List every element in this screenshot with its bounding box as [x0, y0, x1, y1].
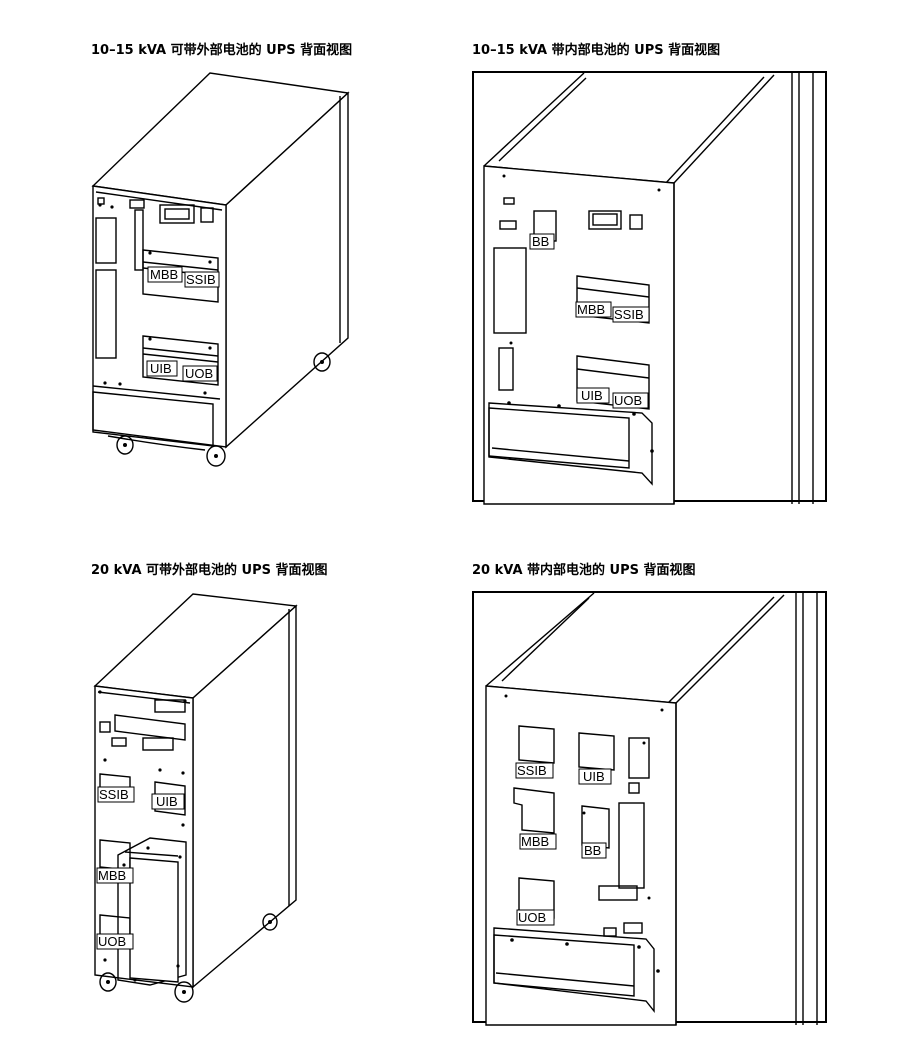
ssib-label: SSIB [517, 763, 547, 778]
uob-label-box [516, 909, 555, 926]
uib-label-box [578, 768, 612, 785]
bb-label-box [581, 842, 607, 859]
uib-label: UIB [583, 769, 605, 784]
ssib-label: SSIB [186, 272, 216, 287]
bb-label: BB [584, 843, 601, 858]
uib-label-box [146, 360, 178, 377]
title-bottom-right: 20 kVA 带内部电池的 UPS 背面视图 [472, 563, 696, 578]
ups-closeup-drawing: SSIB UIB MBB BB UOB [485, 592, 818, 1026]
uib-label: UIB [581, 388, 603, 403]
ups-cabinet-drawing: MBB SSIB UIB UOB [91, 72, 350, 467]
mbb-label: MBB [150, 267, 178, 282]
uob-label: UOB [518, 910, 546, 925]
title-top-left: 10–15 kVA 可带外部电池的 UPS 背面视图 [91, 43, 353, 58]
ups-diagram-10-15kva-internal: BB MBB SSIB UIB UOB [472, 71, 827, 505]
ssib-label-box [612, 306, 650, 323]
uob-label-box [612, 392, 649, 409]
ssib-label-box [97, 786, 135, 803]
bb-label: BB [532, 234, 549, 249]
title-bottom-left: 20 kVA 可带外部电池的 UPS 背面视图 [91, 563, 328, 578]
mbb-label-box [96, 867, 134, 884]
ups-diagram-10-15kva-external: MBB SSIB UIB UOB [0, 0, 460, 520]
bb-label-box [529, 233, 555, 250]
uib-label: UIB [156, 794, 178, 809]
uob-label-box [96, 933, 134, 950]
ssib-label-box [515, 762, 554, 779]
mbb-label-box [519, 833, 557, 850]
ups-diagram-20kva-internal: SSIB UIB MBB BB UOB [472, 591, 827, 1026]
mbb-label-box [147, 266, 183, 283]
uob-label-box [182, 365, 218, 382]
mbb-label: MBB [521, 834, 549, 849]
ups-diagram-20kva-external: SSIB UIB MBB UOB [93, 593, 298, 1003]
ssib-label-box [184, 271, 220, 288]
ups-closeup-drawing: BB MBB SSIB UIB UOB [483, 72, 814, 505]
uib-label-box [151, 793, 185, 810]
uib-label: UIB [150, 361, 172, 376]
mbb-label-box [575, 301, 612, 318]
ups-cabinet-drawing: SSIB UIB MBB UOB [93, 593, 298, 1003]
mbb-label: MBB [98, 868, 126, 883]
uob-label: UOB [185, 366, 213, 381]
title-top-right: 10–15 kVA 带内部电池的 UPS 背面视图 [472, 43, 721, 58]
mbb-label: MBB [577, 302, 605, 317]
ssib-label: SSIB [99, 787, 129, 802]
uib-label-box [576, 387, 610, 404]
uob-label: UOB [614, 393, 642, 408]
ssib-label: SSIB [614, 307, 644, 322]
uob-label: UOB [98, 934, 126, 949]
